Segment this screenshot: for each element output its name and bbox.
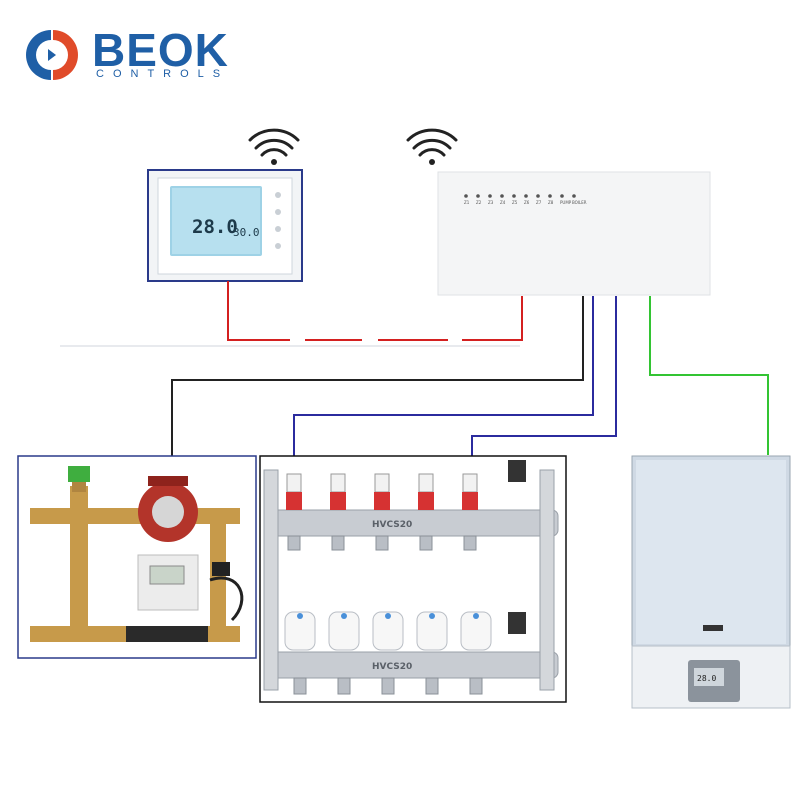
return-port — [425, 677, 439, 695]
flow-meter — [418, 473, 434, 493]
channel-led — [500, 194, 504, 198]
wifi-icon — [406, 128, 458, 165]
channel-label: PUMP — [560, 200, 572, 205]
actuators — [284, 611, 492, 695]
flow-meter — [374, 473, 390, 493]
actuator-indicator — [341, 613, 347, 619]
plug-icon — [212, 562, 230, 576]
boiler: 28.0 — [631, 455, 791, 709]
return-port — [381, 677, 395, 695]
flow-meter-cap — [286, 492, 302, 510]
beok-logo-mark-icon — [26, 30, 78, 80]
outlet-port — [463, 535, 477, 551]
actuator-head — [416, 611, 448, 651]
pump-link-wire — [171, 296, 584, 456]
manifold-bottom-label: HVCS20 — [372, 662, 412, 672]
pump-group — [17, 455, 257, 659]
channel-led — [488, 194, 492, 198]
actuator-indicator — [429, 613, 435, 619]
thermostat-link-wire — [227, 281, 523, 341]
channel-led — [536, 194, 540, 198]
channel-label: Z4 — [500, 200, 506, 205]
boiler-link-wire — [649, 296, 769, 455]
outlet-port — [419, 535, 433, 551]
actuator-head — [328, 611, 360, 651]
brand-subtitle: CONTROLS — [96, 68, 230, 80]
flow-meter — [330, 473, 346, 493]
actuator-head — [284, 611, 316, 651]
actuator-indicator — [473, 613, 479, 619]
channel-label: Z5 — [512, 200, 518, 205]
channel-led — [512, 194, 516, 198]
flow-meter-cap — [462, 492, 478, 510]
channel-label: Z1 — [464, 200, 470, 205]
manifold-top-label: HVCS20 — [372, 520, 412, 530]
brand-name: BEOK — [92, 24, 229, 76]
channel-led — [524, 194, 528, 198]
flow-meter-cap — [330, 492, 346, 510]
return-port — [337, 677, 351, 695]
channel-led — [464, 194, 468, 198]
channel-label: BOILER — [572, 200, 587, 205]
manifold: HVCS20 HVCS20 — [259, 455, 567, 703]
wifi-icon — [248, 128, 300, 165]
boiler-display: 28.0 — [697, 674, 716, 683]
return-port — [469, 677, 483, 695]
actuator-head — [372, 611, 404, 651]
outlet-port — [287, 535, 301, 551]
actuator-head — [460, 611, 492, 651]
flow-meters — [286, 473, 478, 551]
channel-led — [548, 194, 552, 198]
channel-label: Z8 — [548, 200, 554, 205]
channel-label: Z3 — [488, 200, 494, 205]
return-port — [293, 677, 307, 695]
actuator-indicator — [297, 613, 303, 619]
channel-label: Z2 — [476, 200, 482, 205]
actuator-indicator — [385, 613, 391, 619]
channel-led — [572, 194, 576, 198]
flow-meter — [462, 473, 478, 493]
channel-led — [560, 194, 564, 198]
channel-label: Z6 — [524, 200, 530, 205]
outlet-port — [331, 535, 345, 551]
flow-meter-cap — [374, 492, 390, 510]
flow-meter — [286, 473, 302, 493]
set-temp-readout: 30.0 — [233, 226, 260, 239]
outlet-port — [375, 535, 389, 551]
room-temp-readout: 28.0 — [192, 216, 238, 238]
channel-label: Z7 — [536, 200, 542, 205]
channel-led — [476, 194, 480, 198]
thermostat: 28.0 30.0 — [147, 169, 303, 282]
flow-meter-cap — [418, 492, 434, 510]
